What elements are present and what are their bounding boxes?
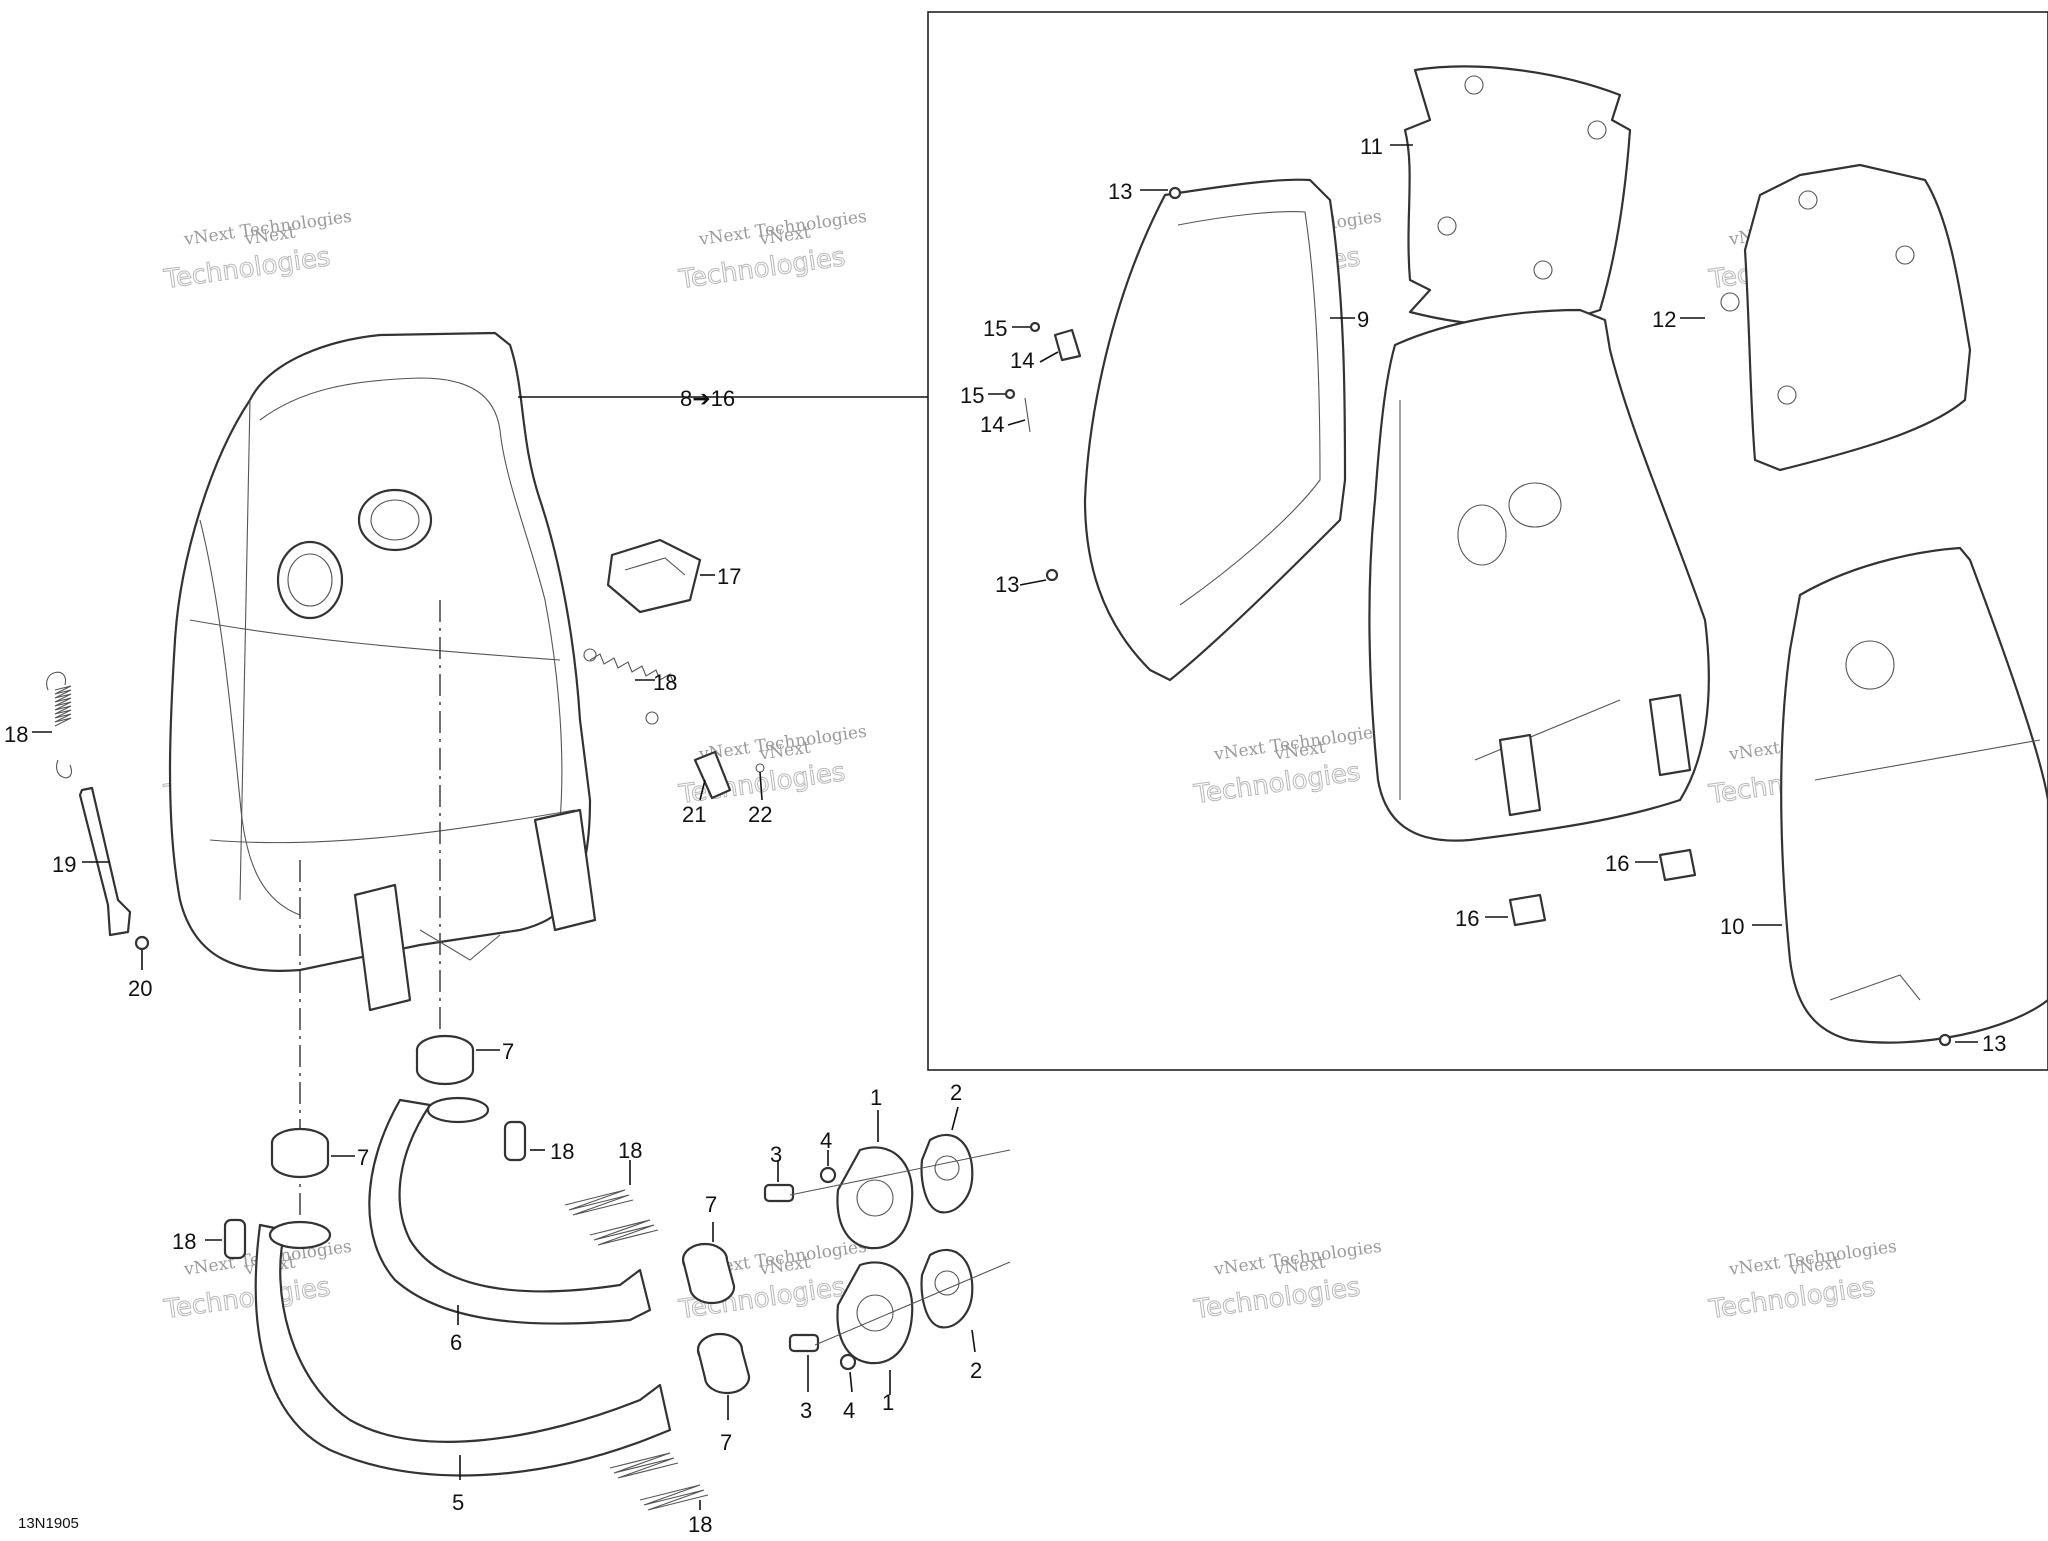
svg-text:7: 7 xyxy=(720,1430,732,1455)
clamps-7: 7 7 7 7 xyxy=(270,1034,751,1455)
svg-text:11: 11 xyxy=(1360,134,1383,159)
svg-text:2: 2 xyxy=(950,1080,962,1105)
svg-text:3: 3 xyxy=(770,1142,782,1167)
svg-text:Technologies: Technologies xyxy=(162,242,333,295)
svg-text:1: 1 xyxy=(870,1085,882,1110)
svg-text:6: 6 xyxy=(450,1330,462,1355)
svg-text:15: 15 xyxy=(983,316,1007,341)
pipe-6: 6 xyxy=(368,1096,652,1355)
watermark: vNext Technologies Technologies vNext xyxy=(161,207,353,296)
svg-text:13: 13 xyxy=(1108,179,1132,204)
fasteners-13-14-15: 13 13 15 14 15 14 xyxy=(960,179,1182,597)
pipe-5: 5 xyxy=(254,1220,672,1515)
watermark: vNext Technologies Technologies vNext xyxy=(1191,722,1383,811)
svg-text:21: 21 xyxy=(682,802,706,827)
screw-20: 20 xyxy=(128,935,152,1001)
svg-text:9: 9 xyxy=(1357,307,1369,332)
detail-box xyxy=(927,11,2048,1071)
svg-text:7: 7 xyxy=(502,1039,514,1064)
svg-text:18: 18 xyxy=(4,722,28,747)
springs-18-pipes: 18 18 18 18 xyxy=(172,1120,712,1537)
part-16: 16 16 xyxy=(1455,848,1697,931)
svg-text:4: 4 xyxy=(820,1128,832,1153)
muffler-assembly xyxy=(168,331,597,1012)
callout-8-16: 8➔16 xyxy=(680,386,735,411)
svg-text:15: 15 xyxy=(960,383,984,408)
svg-text:12: 12 xyxy=(1652,307,1676,332)
spring-18-upper: 18 xyxy=(583,648,677,725)
watermark: vNext Technologies Technologies vNext xyxy=(1191,1237,1383,1326)
flange-set-upper: 1 2 3 4 xyxy=(763,1080,1011,1250)
svg-text:16: 16 xyxy=(1605,851,1629,876)
svg-text:1: 1 xyxy=(882,1390,894,1415)
heat-shield-11: 11 xyxy=(1360,65,1632,327)
watermark: vNext Technologies Technologies vNext xyxy=(1706,1237,1898,1326)
spring-18-left: 18 xyxy=(4,671,72,779)
svg-text:5: 5 xyxy=(452,1490,464,1515)
svg-text:17: 17 xyxy=(717,564,741,589)
watermark: vNext Technologies Technologies vNext xyxy=(676,207,868,296)
svg-text:18: 18 xyxy=(653,670,677,695)
svg-text:4: 4 xyxy=(843,1398,855,1423)
svg-text:13: 13 xyxy=(1982,1031,2006,1056)
svg-text:19: 19 xyxy=(52,852,76,877)
figure-code: 13N1905 xyxy=(18,1515,79,1532)
svg-text:16: 16 xyxy=(1455,906,1479,931)
svg-text:13: 13 xyxy=(995,572,1019,597)
svg-text:2: 2 xyxy=(970,1358,982,1383)
svg-text:Technologies: Technologies xyxy=(1707,1272,1878,1325)
svg-text:Technologies: Technologies xyxy=(677,242,848,295)
part-21-22: 21 22 xyxy=(682,750,772,827)
heat-shield-12: 12 xyxy=(1652,163,1972,472)
svg-text:18: 18 xyxy=(688,1512,712,1536)
svg-text:14: 14 xyxy=(980,412,1004,437)
svg-text:10: 10 xyxy=(1720,914,1744,939)
part-17: 17 xyxy=(606,538,741,614)
svg-text:22: 22 xyxy=(748,802,772,827)
svg-text:7: 7 xyxy=(705,1192,717,1217)
svg-text:3: 3 xyxy=(800,1398,812,1423)
svg-text:Technologies: Technologies xyxy=(162,1272,333,1325)
svg-text:7: 7 xyxy=(357,1145,369,1170)
svg-text:Technologies: Technologies xyxy=(1192,1272,1363,1325)
svg-text:18: 18 xyxy=(172,1229,196,1254)
bracket-19: 19 xyxy=(52,786,132,937)
cover-9: 9 xyxy=(1083,178,1369,682)
svg-text:14: 14 xyxy=(1010,348,1034,373)
flange-set-lower: 1 2 3 4 xyxy=(788,1248,1011,1423)
svg-text:18: 18 xyxy=(618,1138,642,1163)
svg-text:18: 18 xyxy=(550,1139,574,1164)
back-panel-10: 10 13 xyxy=(1720,546,2048,1056)
detail-muffler-body xyxy=(1368,308,1710,842)
svg-text:20: 20 xyxy=(128,976,152,1001)
svg-text:Technologies: Technologies xyxy=(1192,757,1363,810)
